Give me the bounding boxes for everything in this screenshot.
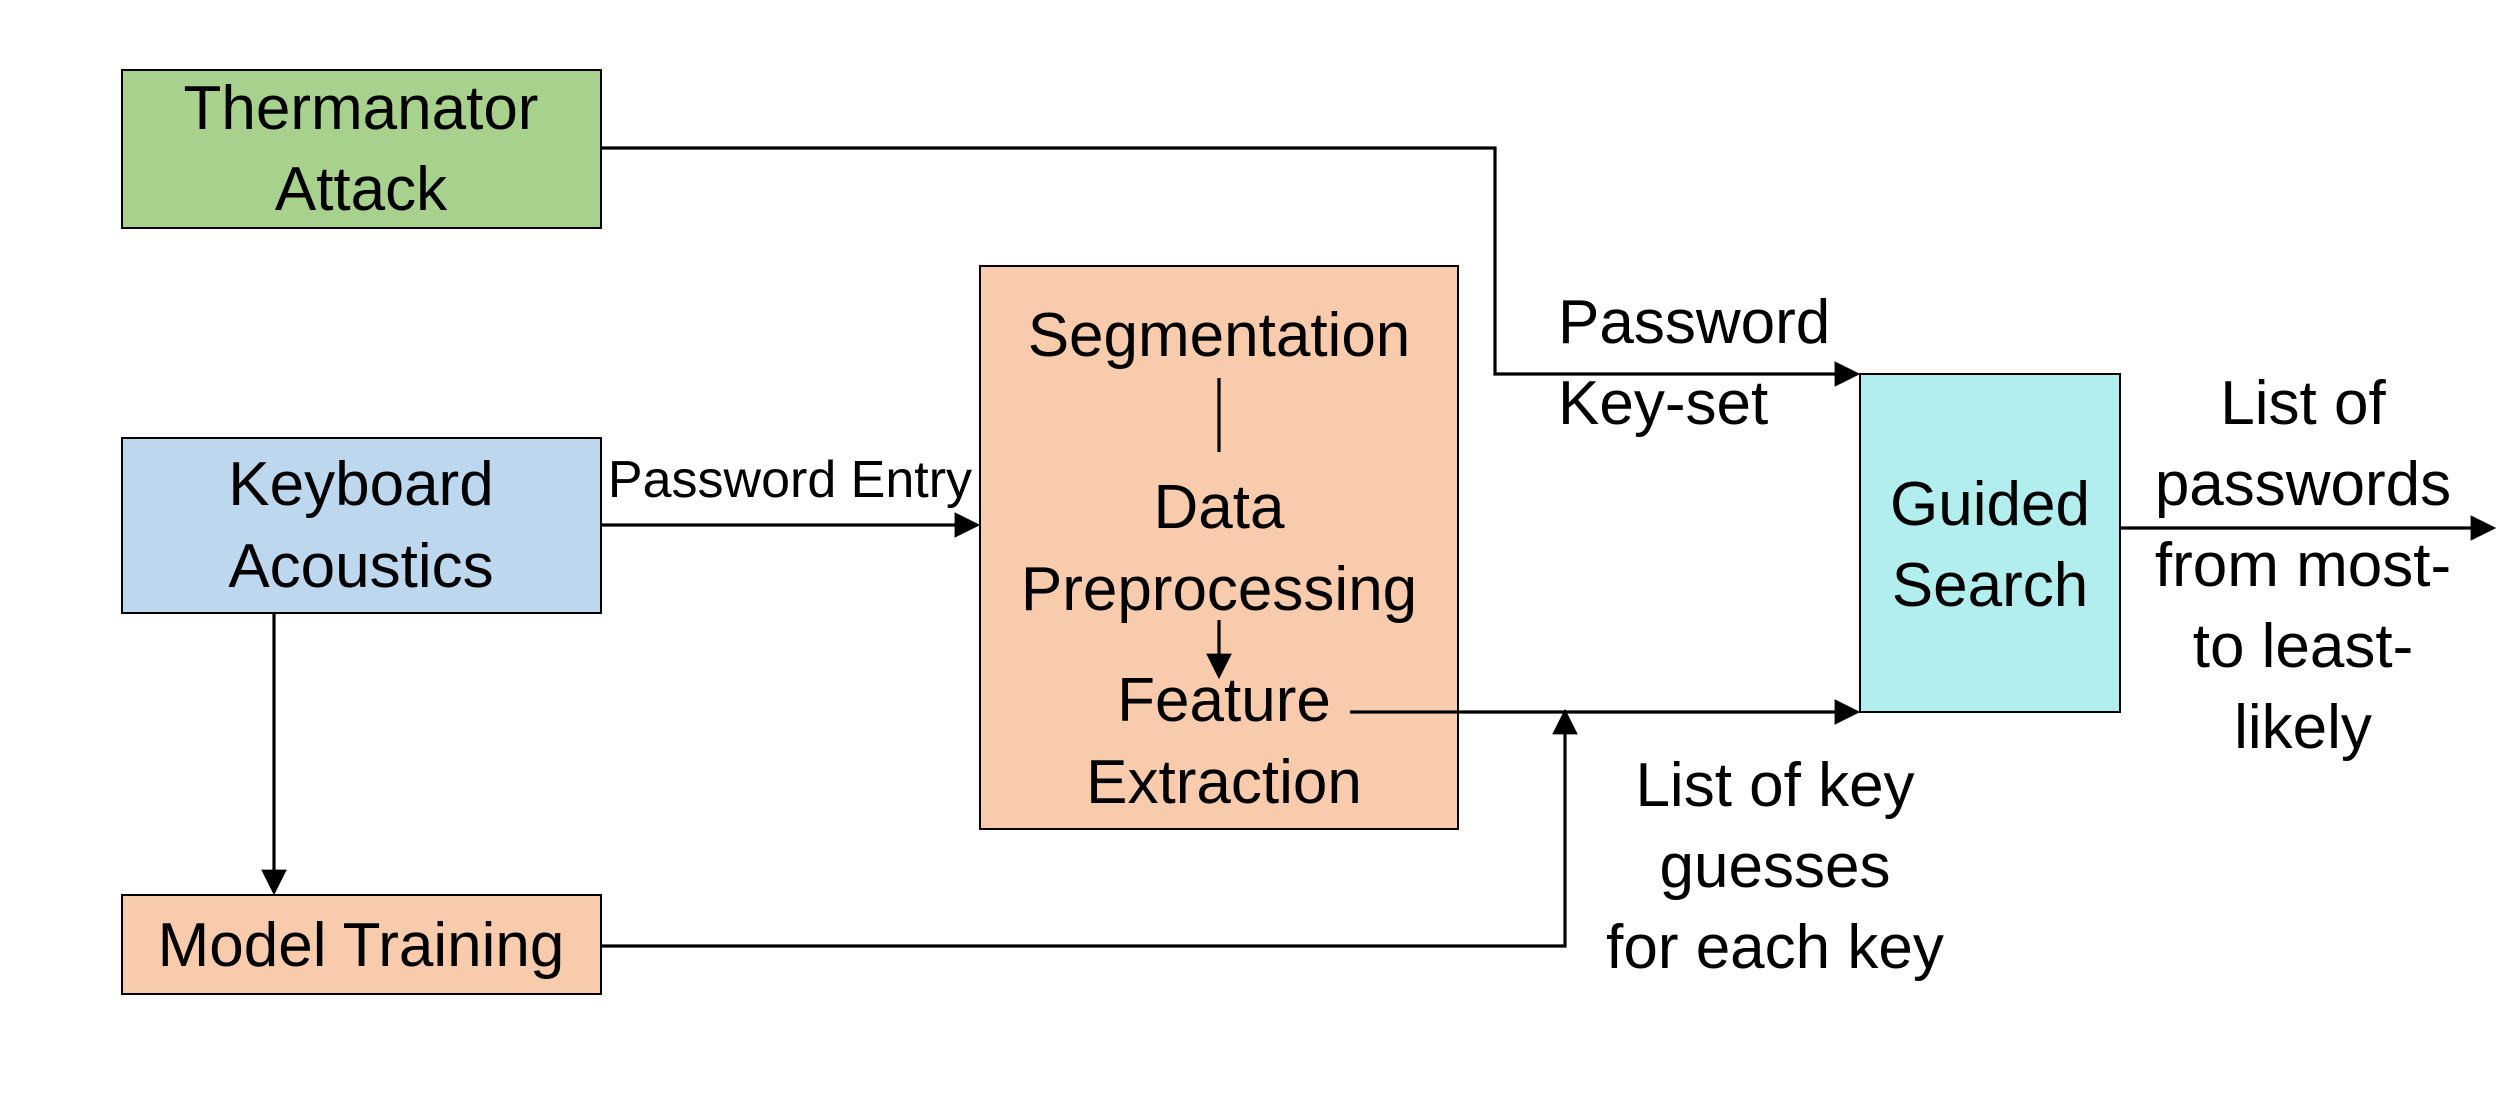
output-label-line5: likely xyxy=(2234,693,2372,762)
guided-search-label-line2: Search xyxy=(1892,551,2088,620)
thermanator-to-guided-search-arrow xyxy=(601,146,1861,387)
guided-search-box xyxy=(1859,373,2121,713)
keyboard-acoustics-label-line1: Keyboard xyxy=(228,450,493,519)
key-guesses-label-line2: guesses xyxy=(1660,832,1891,901)
key-guesses-label: List of key guesses for each key xyxy=(1606,751,1944,982)
thermanator-attack-box xyxy=(121,69,602,229)
model-training-box xyxy=(121,894,602,995)
password-keyset-label-line2: Key-set xyxy=(1558,369,1768,438)
password-keyset-label-line1: Password xyxy=(1558,288,1830,357)
model-training-to-junction-arrow xyxy=(601,708,1578,948)
keyboard-acoustics-node: Keyboard Acoustics xyxy=(121,437,602,614)
thermanator-attack-node: Thermanator Attack xyxy=(121,69,602,229)
model-training-label: Model Training xyxy=(158,911,565,980)
processing-box xyxy=(979,265,1459,830)
thermanator-attack-label-line1: Thermanator xyxy=(184,74,539,143)
output-label: List of passwords from most- to least- l… xyxy=(2155,369,2451,762)
data-preprocessing-label-line2: Preprocessing xyxy=(1021,555,1417,624)
feature-extraction-label-line1: Feature xyxy=(1117,666,1331,735)
output-label-line1: List of xyxy=(2220,369,2386,438)
password-entry-label: Password Entry xyxy=(608,451,972,509)
guided-search-node: Guided Search xyxy=(1859,373,2121,713)
output-label-line4: to least- xyxy=(2193,612,2414,681)
model-training-node: Model Training xyxy=(121,894,602,995)
thermanator-attack-label-line2: Attack xyxy=(275,155,448,224)
feature-extraction-label-line2: Extraction xyxy=(1086,748,1362,817)
segmentation-label: Segmentation xyxy=(1028,301,1411,370)
guided-search-label-line1: Guided xyxy=(1890,470,2090,539)
output-label-line2: passwords xyxy=(2155,450,2451,519)
processing-node: Segmentation Data Preprocessing Feature … xyxy=(979,265,1459,830)
data-preprocessing-label-line1: Data xyxy=(1154,473,1285,542)
key-guesses-label-line1: List of key xyxy=(1635,751,1914,820)
keyboard-acoustics-box xyxy=(121,437,602,614)
output-label-line3: from most- xyxy=(2155,531,2451,600)
keyboard-acoustics-label-line2: Acoustics xyxy=(228,532,493,601)
key-guesses-label-line3: for each key xyxy=(1606,913,1944,982)
